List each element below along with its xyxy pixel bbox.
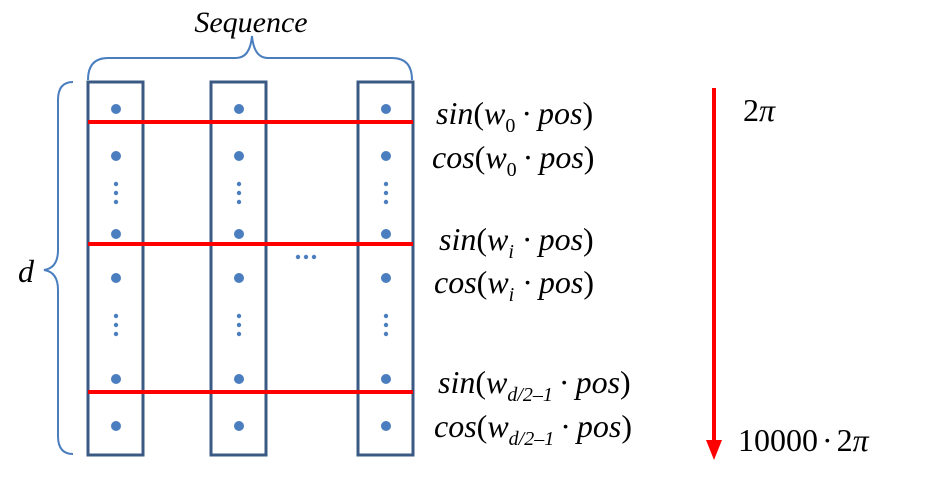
dot (234, 421, 244, 431)
dot (111, 151, 121, 161)
dot (234, 273, 244, 283)
dot (111, 374, 121, 384)
formula-sin-wi: sin(wi·pos) (439, 221, 594, 263)
dimension-label: d (18, 253, 35, 289)
sequence-column-n (356, 80, 415, 457)
dot (381, 273, 391, 283)
sequence-column-1 (86, 80, 145, 457)
dot (381, 374, 391, 384)
dot (381, 151, 391, 161)
dimension-brace (43, 81, 74, 455)
formula-cos-wlast: cos(wd/2–1·pos) (434, 408, 632, 450)
dot (234, 374, 244, 384)
dot (381, 104, 391, 114)
sequence-column-2 (209, 80, 268, 457)
dot (234, 229, 244, 239)
wavelength-top: 2π (743, 92, 776, 128)
sequence-label: Sequence (194, 6, 307, 39)
dot (381, 421, 391, 431)
dot (111, 421, 121, 431)
dot (111, 229, 121, 239)
formula-cos-wi: cos(wi·pos) (434, 264, 594, 306)
dot (111, 273, 121, 283)
vertical-ellipses (113, 181, 389, 337)
sequence-brace (87, 35, 413, 81)
formula-cos-w0: cos(w0·pos) (432, 139, 594, 181)
dot (234, 151, 244, 161)
formula-sin-w0: sin(w0·pos) (436, 95, 593, 137)
dot (111, 104, 121, 114)
wavelength-bottom: 10000·2π (738, 422, 870, 458)
dot (381, 229, 391, 239)
formula-sin-wlast: sin(wd/2–1·pos) (438, 364, 631, 406)
frequency-arrow-head-icon (706, 440, 722, 460)
horizontal-ellipsis (295, 254, 317, 260)
dot (234, 104, 244, 114)
column-dots (111, 104, 391, 431)
